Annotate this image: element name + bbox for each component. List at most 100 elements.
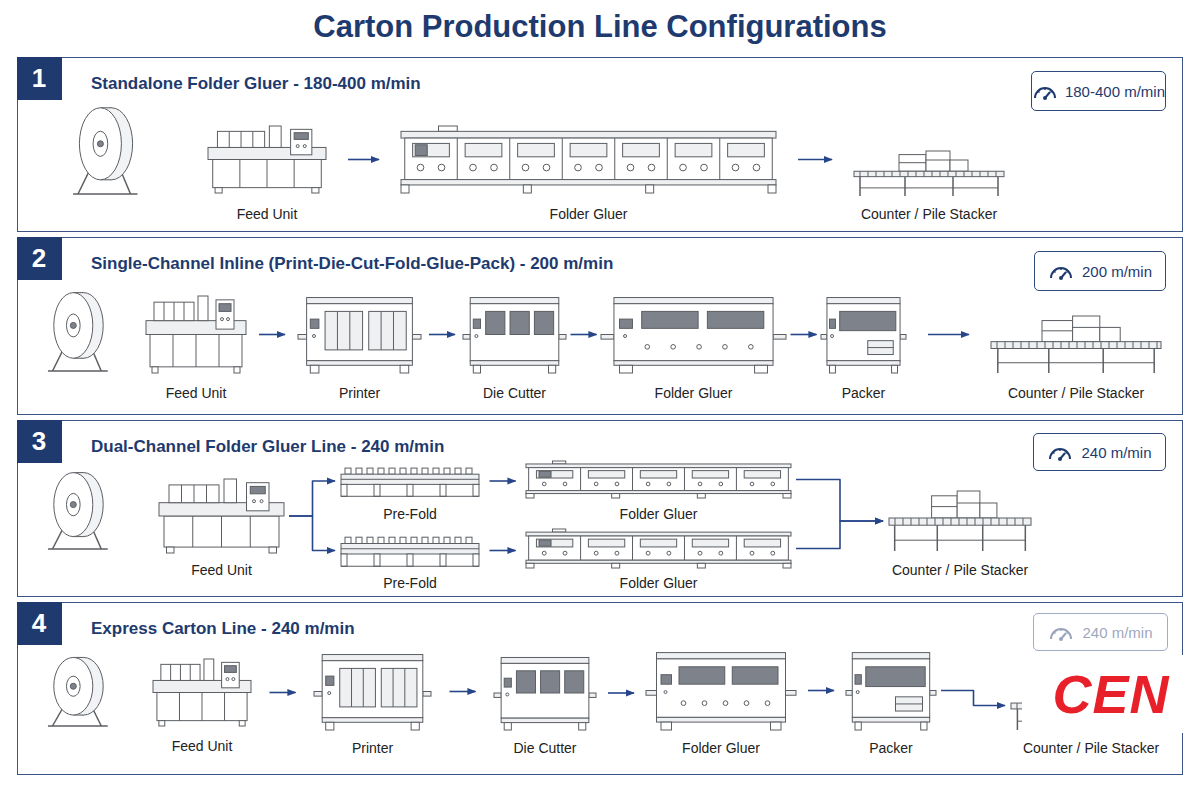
machine-foot — [239, 721, 245, 726]
window-frame — [363, 668, 364, 707]
gauge-tick — [1066, 271, 1068, 273]
conveyor-stub — [423, 692, 431, 697]
gauge-tick — [1051, 91, 1053, 93]
paper-roll — [46, 656, 111, 728]
machine-foot — [755, 365, 768, 373]
roller — [645, 345, 650, 350]
conveyor-stub — [463, 335, 470, 340]
machine-illustration — [401, 126, 776, 193]
machine-foot — [234, 367, 240, 373]
feed-column — [224, 479, 237, 503]
table-leg — [952, 177, 954, 196]
machine-foot — [215, 188, 222, 193]
gauge-icon — [1048, 623, 1074, 641]
machine-top — [307, 298, 413, 304]
number-badge: 3 — [17, 420, 62, 463]
chute-line — [868, 347, 894, 348]
conveyor-roller — [1037, 342, 1038, 349]
fold-roller — [455, 468, 461, 474]
machine-unit: Printer — [314, 653, 431, 756]
machine-base — [852, 717, 929, 722]
conveyor-stub — [494, 693, 501, 697]
roll-stand — [73, 193, 137, 195]
machine-illustration — [463, 296, 566, 373]
machine-body — [657, 659, 786, 717]
panel-divider — [219, 335, 220, 367]
machine-unit: Die Cutter — [463, 296, 566, 401]
conveyor-roller — [997, 342, 998, 349]
machine-foot — [411, 722, 419, 730]
conveyor-roller — [1101, 342, 1102, 349]
machine-illustration — [846, 651, 936, 730]
machine-foot — [771, 722, 782, 730]
conveyor-roller — [991, 518, 992, 525]
table-leg — [1153, 348, 1155, 373]
machine-window — [692, 539, 728, 547]
machine-illustration — [146, 296, 246, 373]
roller — [542, 551, 546, 555]
fold-roller — [466, 537, 472, 543]
conveyor-stub — [821, 335, 827, 340]
conveyor-roller — [900, 171, 901, 176]
fold-roller — [356, 468, 362, 474]
control-button — [856, 691, 859, 694]
line-band: Dual-Channel Folder Gluer Line - 240 m/m… — [17, 420, 1183, 597]
machine-illustration — [341, 533, 479, 568]
machine-unit: Pre-Fold — [341, 533, 479, 591]
band-heading: Dual-Channel Folder Gluer Line - 240 m/m… — [91, 437, 444, 457]
machine-label: Die Cutter — [445, 740, 645, 756]
roller — [563, 551, 567, 555]
roller — [719, 551, 723, 555]
machine-base — [614, 361, 773, 366]
control-button — [328, 692, 331, 695]
fold-roller — [367, 468, 373, 474]
roll-stand — [48, 370, 108, 372]
machine-window — [588, 471, 624, 478]
conveyor-roller — [988, 171, 989, 176]
conveyor-roller — [951, 518, 952, 525]
machine-illustration — [494, 656, 596, 730]
control-screen — [415, 145, 427, 156]
speed-badge: 180-400 m/min — [1031, 71, 1166, 111]
machine-label: Folder Gluer — [559, 575, 759, 591]
carton-stack — [1073, 316, 1100, 342]
feed-hopper — [154, 302, 194, 320]
conveyor-roller — [1061, 342, 1062, 349]
conveyor-roller — [1053, 342, 1054, 349]
conveyor-roller — [1069, 342, 1070, 349]
conveyor-roller — [903, 518, 904, 525]
table-brace — [860, 187, 998, 188]
fold-roller — [400, 537, 406, 543]
carton-edge — [957, 503, 980, 504]
machine-foot — [523, 185, 531, 193]
feed-hopper — [169, 485, 219, 503]
flow-arrow — [791, 334, 817, 336]
panel-divider — [173, 335, 174, 367]
gauge-tick — [1044, 88, 1046, 90]
machine-unit: Folder Gluer — [401, 126, 776, 222]
speed-badge: 240 m/min — [1033, 433, 1166, 471]
feed-column — [198, 296, 208, 321]
panel-divider — [632, 536, 633, 560]
roller — [648, 164, 655, 171]
machine-body — [150, 335, 242, 367]
machine-unit: Printer — [298, 296, 421, 401]
fold-roller — [378, 537, 384, 543]
panel-divider — [684, 468, 685, 491]
roller — [680, 164, 687, 171]
window-frame — [351, 668, 352, 707]
line-band: Express Carton Line - 240 m/min4240 m/mi… — [17, 602, 1183, 775]
fold-roller — [411, 537, 417, 543]
machine-label: Die Cutter — [415, 385, 615, 401]
conveyor-stub — [314, 692, 322, 697]
machine-label: Printer — [273, 740, 473, 756]
machine-base — [307, 361, 413, 366]
page-title: Carton Production Line Configurations — [0, 9, 1200, 45]
roller — [596, 164, 603, 171]
flow-arrow — [490, 550, 516, 552]
conveyor-stub — [930, 691, 936, 696]
conveyor-stub — [786, 691, 797, 696]
roller — [671, 345, 676, 350]
roller — [646, 482, 650, 486]
